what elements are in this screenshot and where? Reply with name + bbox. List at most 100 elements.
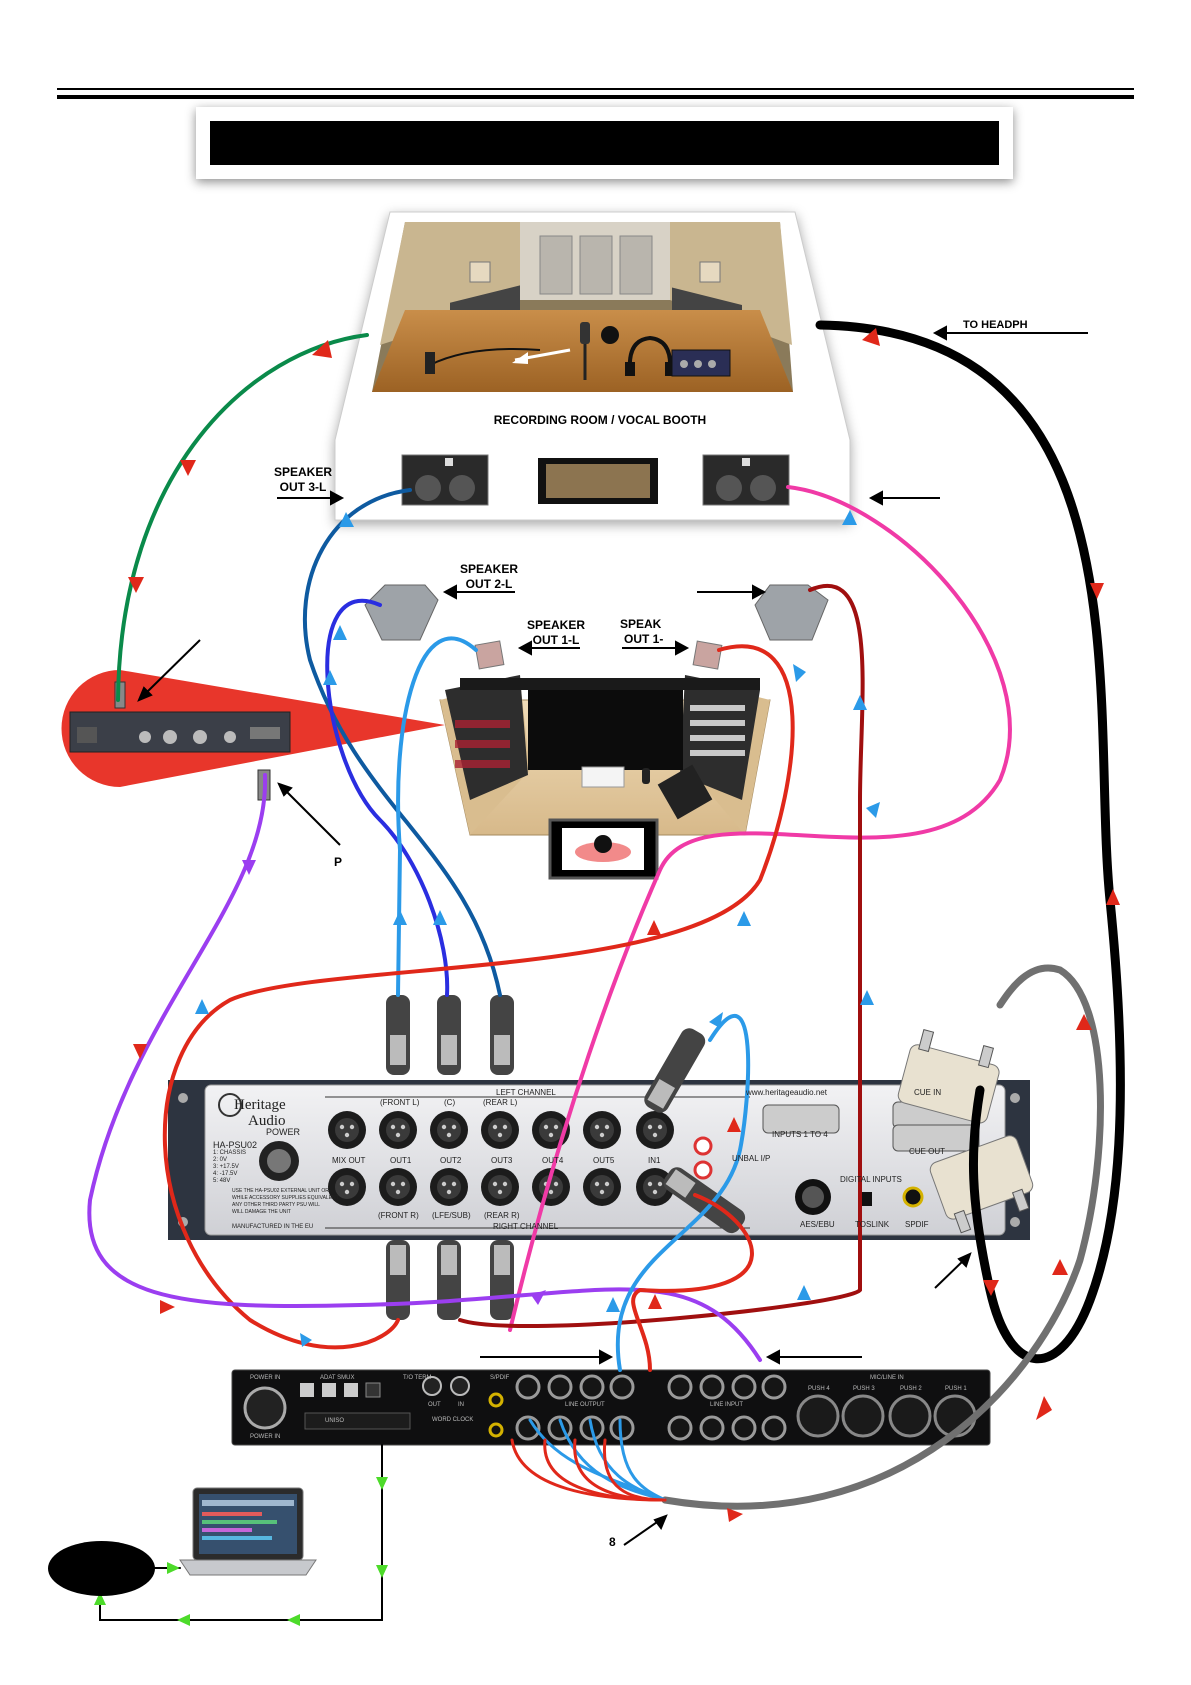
spdif-panel-label: SPDIF [905,1220,929,1229]
iface-line-output: LINE OUTPUT [565,1402,605,1408]
page-title [210,121,999,165]
pointer-arrows [137,325,1088,1546]
speak-out-1r-line2: OUT 1- [624,632,664,646]
push-number-2: 2 [918,1386,922,1392]
trs-jack-10 [699,1374,725,1400]
cable-purple-preamp [87,773,762,1362]
trs-jack-5 [515,1415,541,1441]
xlr-jack-top-1 [328,1111,366,1149]
trs-jack-15 [731,1415,757,1441]
warning-4: WILL DAMAGE THE UNIT [232,1209,291,1215]
p-label: P [334,855,343,869]
speak-out-1r-line1: SPEAK [620,617,662,631]
top-label-rear-l: (REAR L) [483,1098,518,1107]
iface-line-input: LINE INPUT [710,1402,744,1408]
cable-lightblue-in1 [615,1014,751,1372]
power-pin-5: 5: 48V [213,1178,231,1184]
cable-blue-speaker-2l [325,598,450,997]
cable-red-speaker-1r [162,644,795,1350]
cable-darkred-speaker-2r [458,584,865,1328]
iface-power-sub: POWER IN [250,1434,281,1440]
right-channel-label: RIGHT CHANNEL [493,1222,559,1231]
computer-node [48,1541,155,1596]
speaker-out-2l-line1: SPEAKER [459,562,518,576]
bottom-label-rear-r: (REAR R) [484,1211,520,1220]
power-pin-3: 3: +17.5V [213,1164,239,1170]
top-label-front-l: (FRONT L) [380,1098,420,1107]
xlr-jack-top-6 [583,1111,621,1149]
inputs-1-to-4-label: INPUTS 1 TO 4 [772,1130,828,1139]
trs-jack-9 [667,1374,693,1400]
top-rule-thin [57,88,1134,90]
speaker-out-2l-line2: OUT 2-L [465,577,513,591]
iface-in: IN [458,1402,464,1408]
trs-jack-2 [547,1374,573,1400]
brand-sub: Audio [248,1113,286,1129]
trs-jack-12 [761,1374,787,1400]
speaker-out-3l-line2: OUT 3-L [279,480,327,494]
cable-usb [99,1444,383,1621]
iface-adat: ADAT SMUX [320,1375,355,1381]
speaker-1r [692,640,723,670]
made-in-label: MANUFACTURED IN THE EU [232,1224,314,1230]
speaker-2r [754,584,829,641]
website-label: www.heritageaudio.net [746,1088,827,1097]
xlr-jack-bottom-2 [379,1168,417,1206]
to-headph-label: TO HEADPH [963,319,1028,331]
power-label: POWER [266,1127,301,1137]
top-label-c: (C) [444,1098,456,1107]
push-label-2: PUSH [900,1386,917,1392]
warning-3: ANY OTHER THIRD PARTY PSU WILL [232,1202,320,1208]
label-mix-out: MIX OUT [332,1156,366,1165]
iface-push-2: PUSH 2 [900,1384,922,1394]
power-pin-1: 1: CHASSIS [213,1150,247,1156]
push-label-1: PUSH [945,1386,962,1392]
usb-arrows [94,1477,388,1626]
laptop [179,1487,317,1576]
label-out1: OUT1 [390,1156,412,1165]
iface-power-in: POWER IN [250,1375,281,1381]
xlr-row-top [328,1111,674,1149]
xlr-plugs-bottom [386,1240,514,1320]
cable-black-headphones [815,320,1125,1364]
preamp [61,670,445,801]
control-desk [439,675,771,880]
brand-logo: Heritage Audio [218,1097,286,1129]
cue-out-label: CUE OUT [909,1147,945,1156]
eight-label: 8 [609,1535,616,1549]
bottom-label-lfe-sub: (LFE/SUB) [432,1211,471,1220]
trs-jack-14 [699,1415,725,1441]
model-label: HA-PSU02 [213,1140,258,1150]
xlr-jack-top-3 [430,1111,468,1149]
label-out4: OUT4 [542,1156,564,1165]
iface-word-clock: WORD CLOCK [432,1417,474,1423]
push-number-1: 1 [963,1386,967,1392]
recording-room-label: RECORDING ROOM / VOCAL BOOTH [493,413,707,427]
cable-lightblue-speaker-1l [396,636,478,997]
iface-out: OUT [428,1402,441,1408]
xlr-jack-bottom-4 [481,1168,519,1206]
xlr-plug-in1-top [644,1028,706,1113]
aes-ebu-label: AES/EBU [800,1220,835,1229]
push-number-3: 3 [871,1386,875,1392]
xlr-plugs-top [386,995,514,1075]
iface-push-4: PUSH 4 [808,1384,830,1394]
bottom-label-front-r: (FRONT R) [378,1211,419,1220]
trs-jack-13 [667,1415,693,1441]
cue-in-label: CUE IN [914,1088,942,1097]
trs-jack-4 [609,1374,635,1400]
power-pin-4: 4: -17.5V [213,1171,238,1177]
cable-red-return [631,1193,754,1372]
speaker-2l [364,584,439,641]
xlr-jack-bottom-3 [430,1168,468,1206]
xlr-jack-bottom-7 [636,1168,674,1206]
mic-line-inputs [796,1394,977,1438]
iface-mic-line-in: MIC/LINE IN [870,1375,904,1381]
xlr-row-bottom [328,1168,674,1206]
top-rule-thick [57,95,1134,99]
trs-jack-11 [731,1374,757,1400]
speaker-1l [474,640,505,670]
unbal-ip-label: UNBAL I/P [732,1154,771,1163]
trs-jack-3 [579,1374,605,1400]
